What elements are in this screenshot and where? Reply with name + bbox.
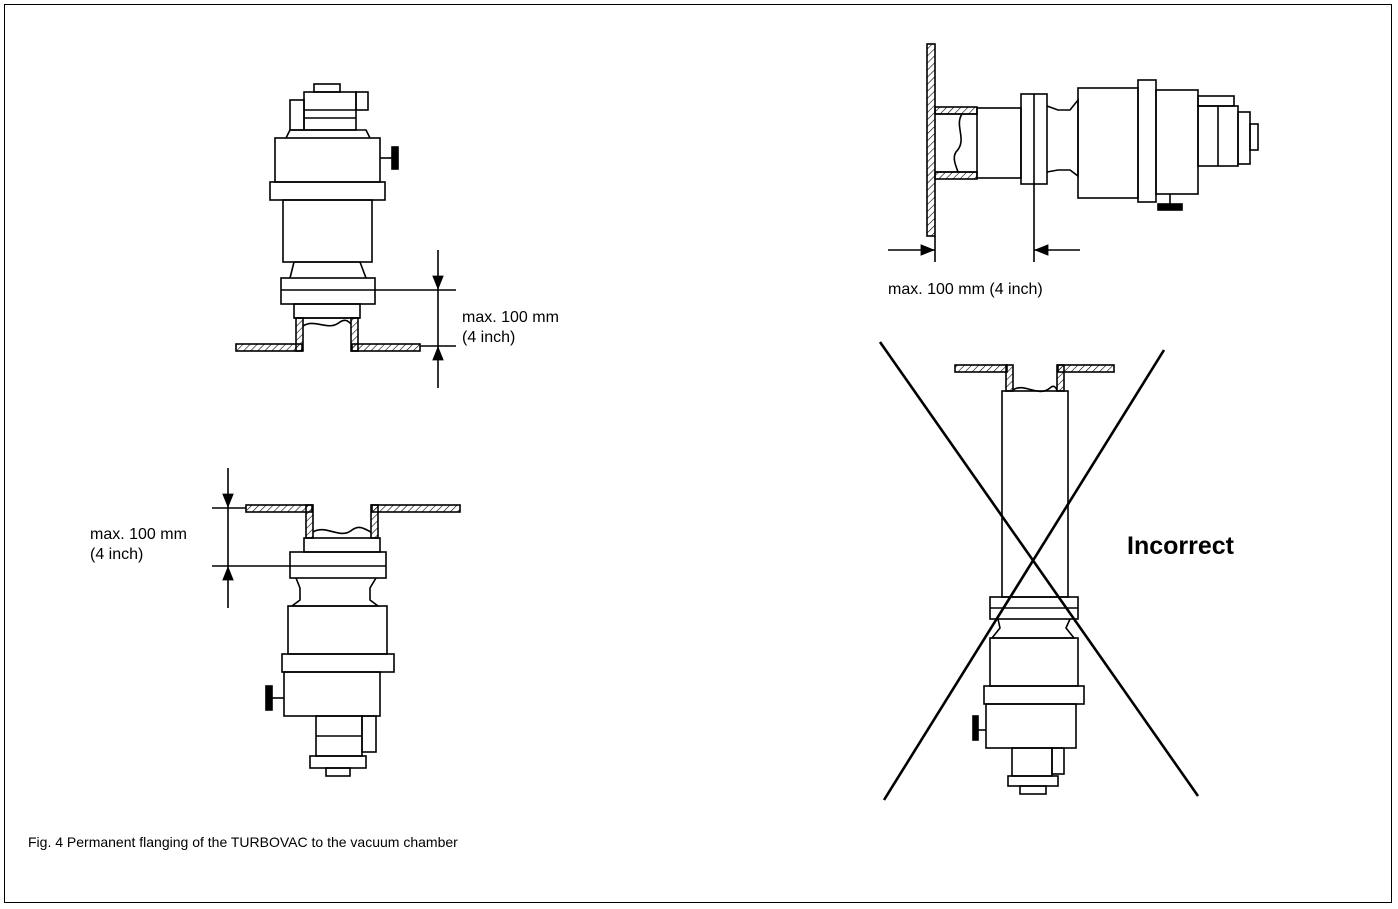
figure-caption: Fig. 4 Permanent flanging of the TURBOVA… — [28, 834, 458, 850]
pump-upright — [235, 83, 456, 388]
dim-label-side: max. 100 mm (4 inch) — [888, 281, 1043, 298]
dim-label-bottom-left-2: (4 inch) — [90, 546, 144, 563]
dim-label-top-left-2: (4 inch) — [462, 329, 516, 346]
dim-label-bottom-left-1: max. 100 mm — [90, 526, 187, 543]
incorrect-label: Incorrect — [1127, 532, 1234, 560]
figure-frame — [4, 4, 1392, 903]
pump-hanging — [212, 468, 461, 777]
pump-incorrect — [878, 341, 1200, 801]
dim-label-top-left-1: max. 100 mm — [462, 309, 559, 326]
pump-sidewall — [888, 43, 1259, 262]
